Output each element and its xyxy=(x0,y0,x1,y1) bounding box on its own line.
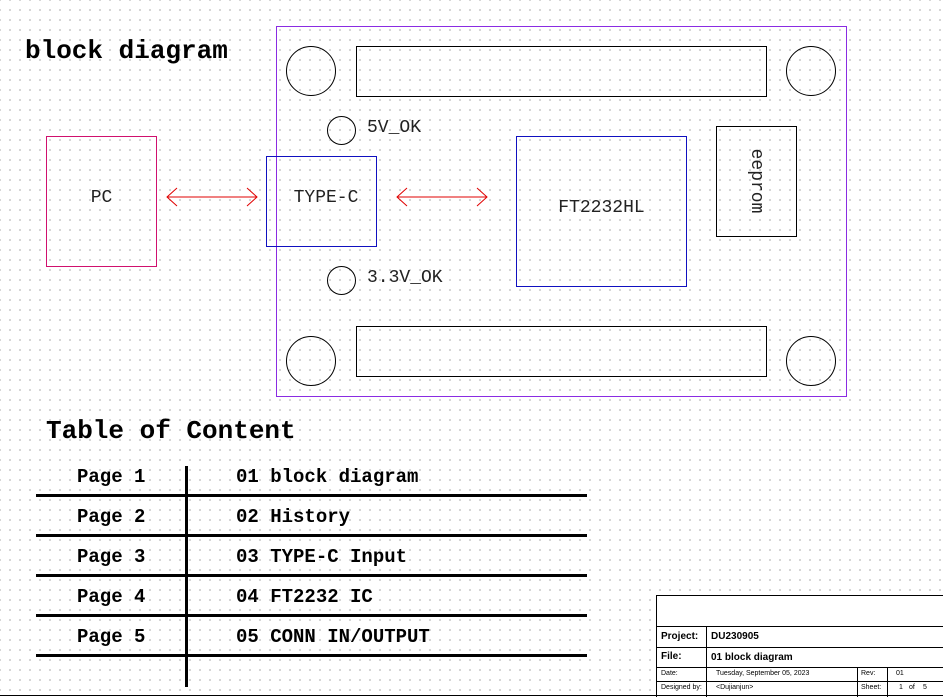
pc-block xyxy=(46,136,157,267)
date-value: Tuesday, September 05, 2023 xyxy=(716,670,810,677)
rev-label: Rev: xyxy=(861,670,876,677)
typec-label: TYPE-C xyxy=(293,188,359,208)
toc-row-line xyxy=(36,534,587,537)
toc-row-line xyxy=(36,494,587,497)
toc-row-line xyxy=(36,574,587,577)
board-outline xyxy=(276,26,847,397)
title-block-rule xyxy=(656,667,943,668)
title-block-rule xyxy=(656,647,943,648)
led-5v-label: 5V_OK xyxy=(367,118,422,138)
typec-block xyxy=(266,156,377,247)
mounting-hole-bottom-left xyxy=(286,336,336,386)
project-label: Project: xyxy=(661,631,699,642)
top-connector-header xyxy=(356,46,767,97)
led-5v-icon xyxy=(327,116,356,145)
diagram-title: block diagram xyxy=(25,36,228,66)
title-block-rule xyxy=(656,626,943,627)
ft2232hl-label: FT2232HL xyxy=(558,198,645,218)
sheet-of: of xyxy=(909,684,915,691)
toc-title: Table of Content xyxy=(46,416,296,446)
pc-typec-arrow xyxy=(166,187,258,207)
bottom-connector-header xyxy=(356,326,767,377)
title-block-rule xyxy=(656,681,943,682)
date-label: Date: xyxy=(661,670,678,677)
toc-content-4: 04 FT2232 IC xyxy=(236,586,373,608)
designed-label: Designed by: xyxy=(661,684,702,691)
toc-content-2: 02 History xyxy=(236,506,351,528)
mounting-hole-bottom-right xyxy=(786,336,836,386)
pc-label: PC xyxy=(90,188,113,208)
toc-content-1: 01 block diagram xyxy=(236,466,419,488)
toc-page-5: Page 5 xyxy=(77,626,146,648)
rev-value: 01 xyxy=(896,670,904,677)
led-3v3-label: 3.3V_OK xyxy=(367,268,443,288)
toc-page-3: Page 3 xyxy=(77,546,146,568)
file-value: 01 block diagram xyxy=(711,652,793,663)
title-block xyxy=(656,595,943,697)
led-3v3-icon xyxy=(327,266,356,295)
toc-content-3: 03 TYPE-C Input xyxy=(236,546,408,568)
toc-content-5: 05 CONN IN/OUTPUT xyxy=(236,626,430,648)
sheet-label: Sheet: xyxy=(861,684,882,691)
sheet-total: 5 xyxy=(923,684,927,691)
page-bottom-rule xyxy=(0,695,943,696)
designed-value: <Dujianjun> xyxy=(716,684,754,691)
ft2232hl-block xyxy=(516,136,687,287)
toc-page-2: Page 2 xyxy=(77,506,146,528)
file-label: File: xyxy=(661,651,682,662)
project-value: DU230905 xyxy=(711,631,759,642)
title-block-rule xyxy=(887,667,888,697)
mounting-hole-top-left xyxy=(286,46,336,96)
title-block-rule xyxy=(706,626,707,697)
typec-ft2232-arrow xyxy=(396,187,488,207)
toc-row-line xyxy=(36,654,587,657)
toc-row-line xyxy=(36,614,587,617)
toc-page-1: Page 1 xyxy=(77,466,146,488)
toc-page-4: Page 4 xyxy=(77,586,146,608)
eeprom-block xyxy=(716,126,797,237)
mounting-hole-top-right xyxy=(786,46,836,96)
sheet-number: 1 xyxy=(899,684,903,691)
title-block-rule xyxy=(857,667,858,697)
